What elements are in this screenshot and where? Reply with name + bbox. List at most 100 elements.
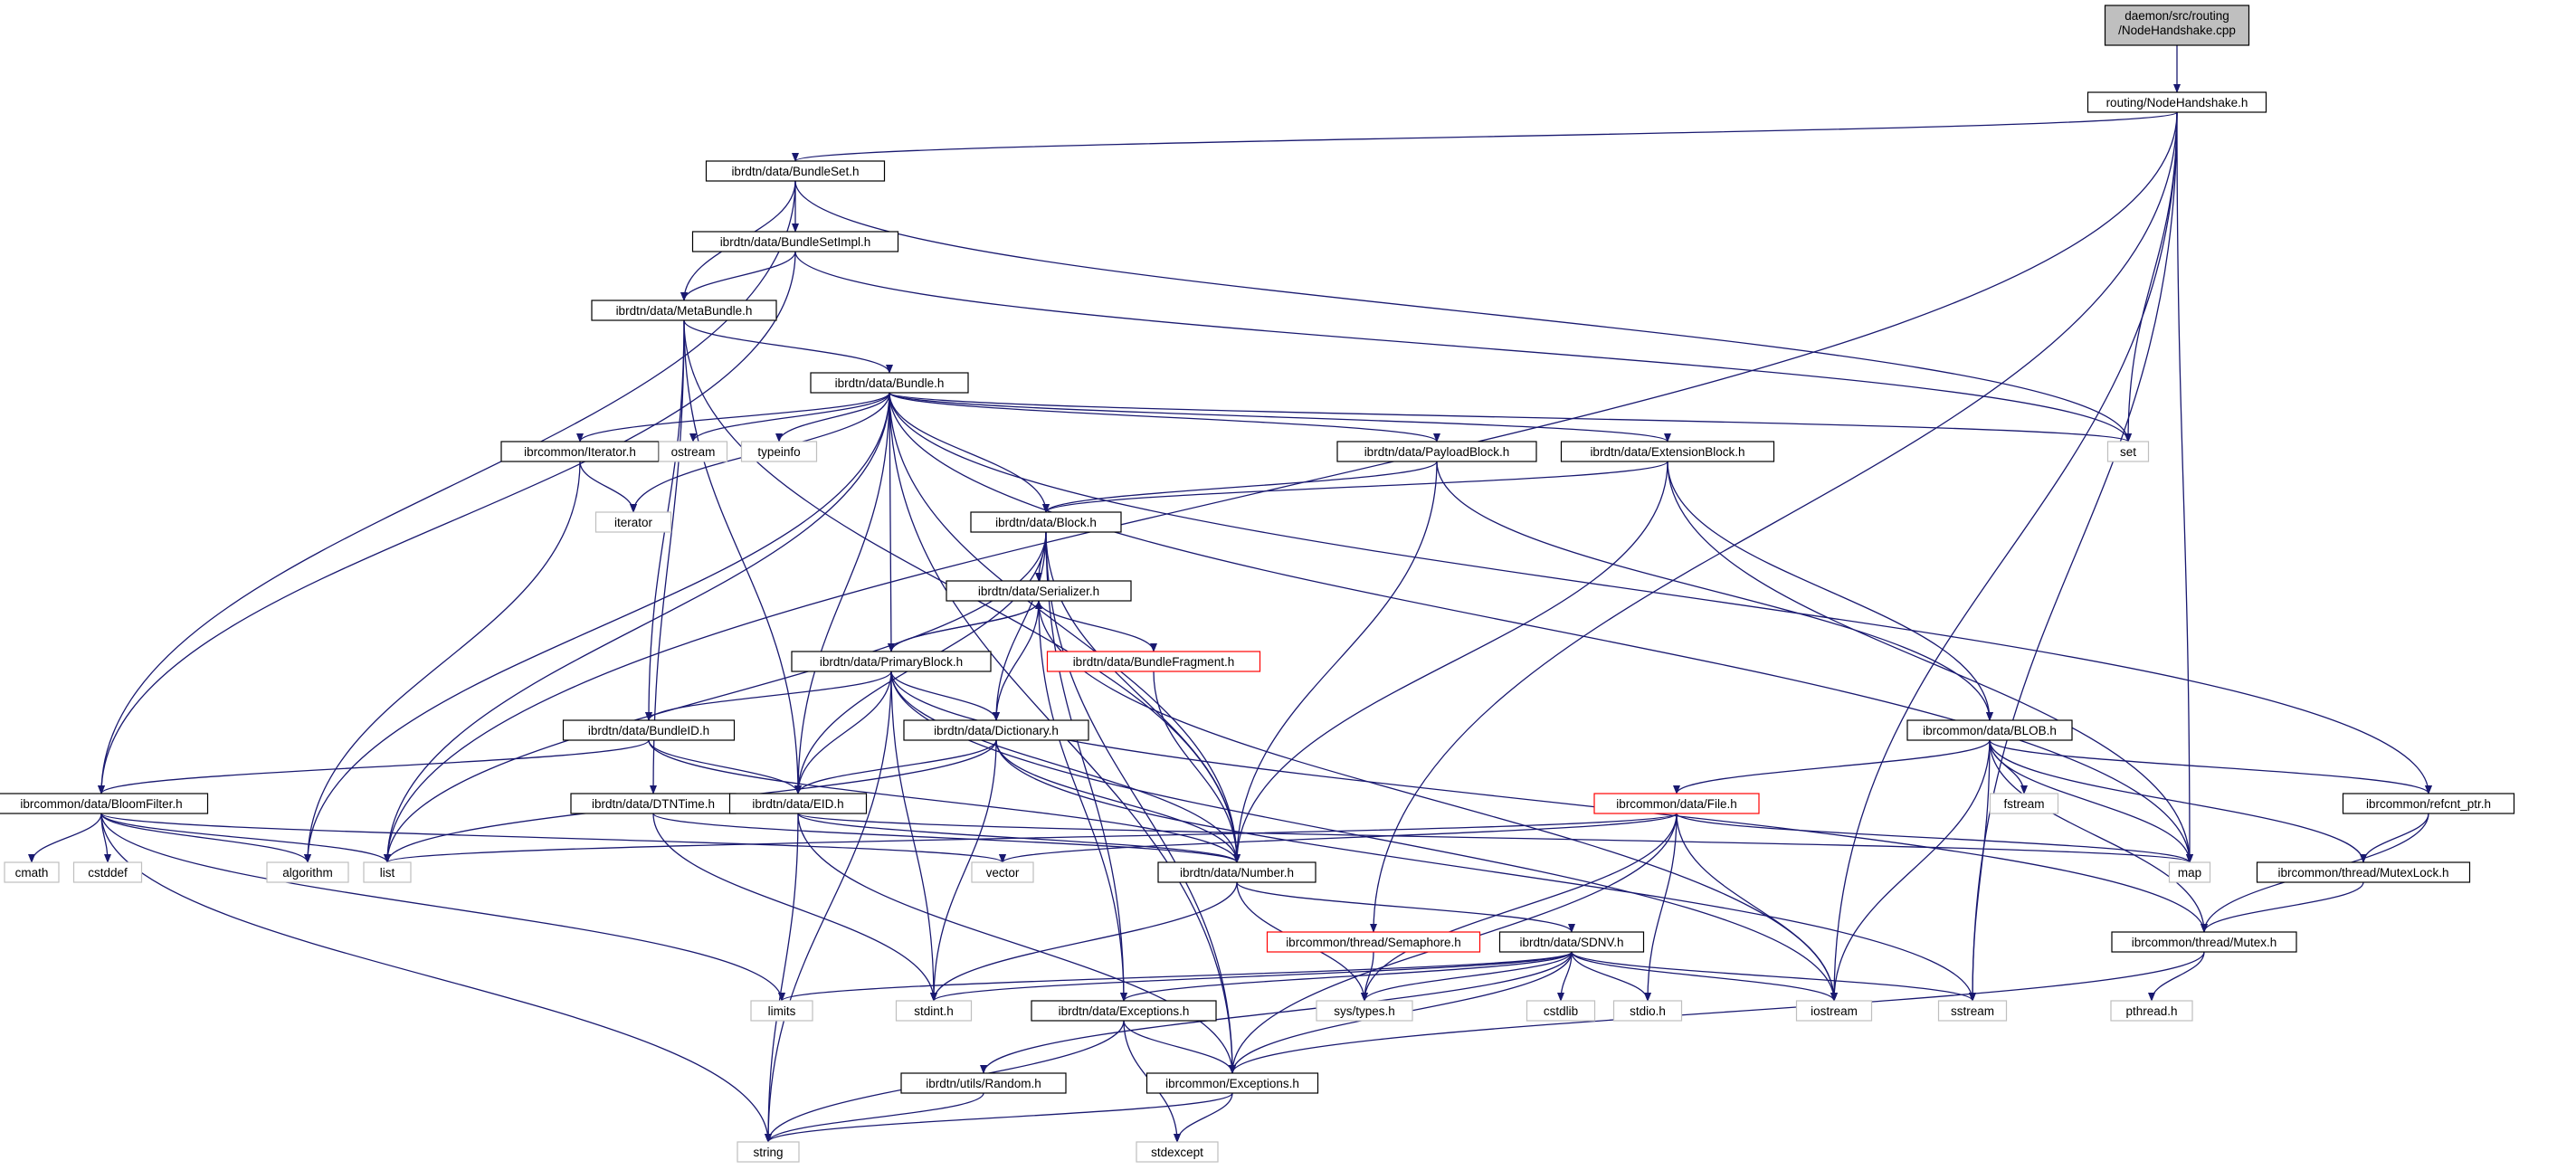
node-random[interactable]: ibrdtn/utils/Random.h [900, 1072, 1067, 1094]
node-label-primary: ibrdtn/data/PrimaryBlock.h [820, 655, 963, 669]
edge-bundleid-number [648, 739, 1240, 863]
edge-nh-map [2176, 111, 2193, 863]
edge-primary-serializer [890, 600, 1042, 652]
node-blob[interactable]: ibrcommon/data/BLOB.h [1906, 719, 2073, 741]
node-label-root: daemon/src/routing/NodeHandshake.cpp [2118, 9, 2236, 37]
node-exceptionsd[interactable]: ibrdtn/data/Exceptions.h [1031, 1000, 1217, 1022]
node-number[interactable]: ibrdtn/data/Number.h [1157, 861, 1317, 883]
node-extblock[interactable]: ibrdtn/data/ExtensionBlock.h [1560, 441, 1775, 462]
node-fstream: fstream [1989, 793, 2059, 814]
edge-bloom-vector [100, 813, 1006, 863]
edge-mutex-pthread [2148, 951, 2205, 1002]
edge-file-vector [999, 813, 1678, 863]
node-cstddef: cstddef [72, 861, 143, 883]
node-box-eid [728, 793, 868, 814]
node-root[interactable]: daemon/src/routing/NodeHandshake.cpp [2104, 5, 2250, 46]
node-label-random: ibrdtn/utils/Random.h [926, 1077, 1041, 1090]
node-label-ostream: ostream [671, 445, 716, 459]
edge-file-list [384, 813, 1678, 863]
node-label-cmath: cmath [15, 866, 49, 880]
node-label-iterator: iterator [614, 516, 653, 529]
node-label-mutex: ibrcommon/thread/Mutex.h [2132, 936, 2277, 949]
node-mutex[interactable]: ibrcommon/thread/Mutex.h [2111, 931, 2297, 953]
node-box-random [900, 1072, 1067, 1094]
node-fragment[interactable]: ibrdtn/data/BundleFragment.h [1046, 651, 1261, 672]
edge-bundle-number [889, 392, 1240, 863]
edge-metabundle-eid [683, 319, 802, 794]
node-label-iostream: iostream [1811, 1004, 1858, 1018]
node-cstdlib: cstdlib [1526, 1000, 1596, 1022]
node-label-mutexlock: ibrcommon/thread/MutexLock.h [2277, 866, 2448, 880]
edge-bundle-map [889, 392, 2193, 863]
node-box-iterator [594, 511, 672, 533]
node-box-semaphore [1266, 931, 1481, 953]
node-iostream: iostream [1795, 1000, 1873, 1022]
node-box-primary [791, 651, 992, 672]
node-semaphore[interactable]: ibrcommon/thread/Semaphore.h [1266, 931, 1481, 953]
node-refcnt[interactable]: ibrcommon/refcnt_ptr.h [2342, 793, 2515, 814]
node-payload[interactable]: ibrdtn/data/PayloadBlock.h [1336, 441, 1537, 462]
node-sdnv[interactable]: ibrdtn/data/SDNV.h [1498, 931, 1645, 953]
node-label-algorithm: algorithm [282, 866, 333, 880]
node-box-number [1157, 861, 1317, 883]
node-box-metabundle [591, 300, 777, 321]
node-box-stdint [895, 1000, 973, 1022]
node-nh[interactable]: routing/NodeHandshake.h [2086, 91, 2267, 113]
node-label-typeinfo: typeinfo [757, 445, 800, 459]
node-label-block: ibrdtn/data/Block.h [995, 516, 1097, 529]
edge-bundle-payload [889, 392, 1440, 442]
edge-bundleset-bloom [98, 180, 796, 794]
node-box-cstdlib [1526, 1000, 1596, 1022]
edge-bundle-eid [794, 392, 890, 794]
node-block[interactable]: ibrdtn/data/Block.h [970, 511, 1122, 533]
node-metabundle[interactable]: ibrdtn/data/MetaBundle.h [591, 300, 777, 321]
edge-mutexlock-mutex [2201, 881, 2364, 933]
node-box-vector [971, 861, 1034, 883]
node-box-stdexcept [1136, 1141, 1219, 1163]
edge-block-exceptionsd [1045, 531, 1127, 1002]
node-box-fragment [1046, 651, 1261, 672]
node-ostream: ostream [658, 441, 728, 462]
edge-extblock-block [1042, 461, 1668, 513]
edge-primary-dictionary [890, 671, 1000, 721]
edge-bundle-primary [887, 392, 895, 652]
node-bundleid[interactable]: ibrdtn/data/BundleID.h [562, 719, 736, 741]
node-bundlesetimpl[interactable]: ibrdtn/data/BundleSetImpl.h [691, 231, 899, 252]
node-box-cstddef [72, 861, 143, 883]
edge-exceptionsd-exceptionsc [1123, 1020, 1236, 1074]
node-label-fstream: fstream [2003, 797, 2044, 811]
node-box-dictionary [903, 719, 1089, 741]
edge-bundlesetimpl-bloom [98, 251, 796, 794]
node-bundleset[interactable]: ibrdtn/data/BundleSet.h [705, 160, 886, 182]
edge-nh-set [2124, 111, 2178, 442]
node-box-cmath [4, 861, 60, 883]
node-box-nh [2086, 91, 2267, 113]
edge-nh-sstream [1969, 111, 2178, 1002]
node-mutexlock[interactable]: ibrcommon/thread/MutexLock.h [2256, 861, 2471, 883]
node-dictionary[interactable]: ibrdtn/data/Dictionary.h [903, 719, 1089, 741]
edge-blob-mutex [1989, 739, 2208, 933]
edge-extblock-map [1667, 461, 2193, 863]
node-primary[interactable]: ibrdtn/data/PrimaryBlock.h [791, 651, 992, 672]
node-bundle[interactable]: ibrdtn/data/Bundle.h [810, 372, 969, 394]
edge-bundle-block [889, 392, 1050, 513]
node-label-pthread: pthread.h [2125, 1004, 2177, 1018]
edge-mutex-exceptionsc [1229, 951, 2205, 1074]
edge-bundlesetimpl-metabundle [680, 251, 796, 301]
edge-bundle-ostream [689, 392, 890, 442]
node-file[interactable]: ibrcommon/data/File.h [1593, 793, 1760, 814]
node-box-limits [750, 1000, 813, 1022]
node-list: list [363, 861, 412, 883]
node-stdio: stdio.h [1612, 1000, 1683, 1022]
node-bloom[interactable]: ibrcommon/data/BloomFilter.h [0, 793, 209, 814]
node-dtntime[interactable]: ibrdtn/data/DTNTime.h [570, 793, 737, 814]
node-exceptionsc[interactable]: ibrcommon/Exceptions.h [1145, 1072, 1319, 1094]
node-iteratorh[interactable]: ibrcommon/Iterator.h [500, 441, 660, 462]
node-serializer[interactable]: ibrdtn/data/Serializer.h [946, 580, 1132, 602]
edge-blob-map [1989, 739, 2193, 863]
node-label-semaphore: ibrcommon/thread/Semaphore.h [1286, 936, 1461, 949]
node-box-fstream [1989, 793, 2059, 814]
edge-file-stdio [1644, 813, 1678, 1002]
node-eid[interactable]: ibrdtn/data/EID.h [728, 793, 868, 814]
node-label-file: ibrcommon/data/File.h [1616, 797, 1737, 811]
